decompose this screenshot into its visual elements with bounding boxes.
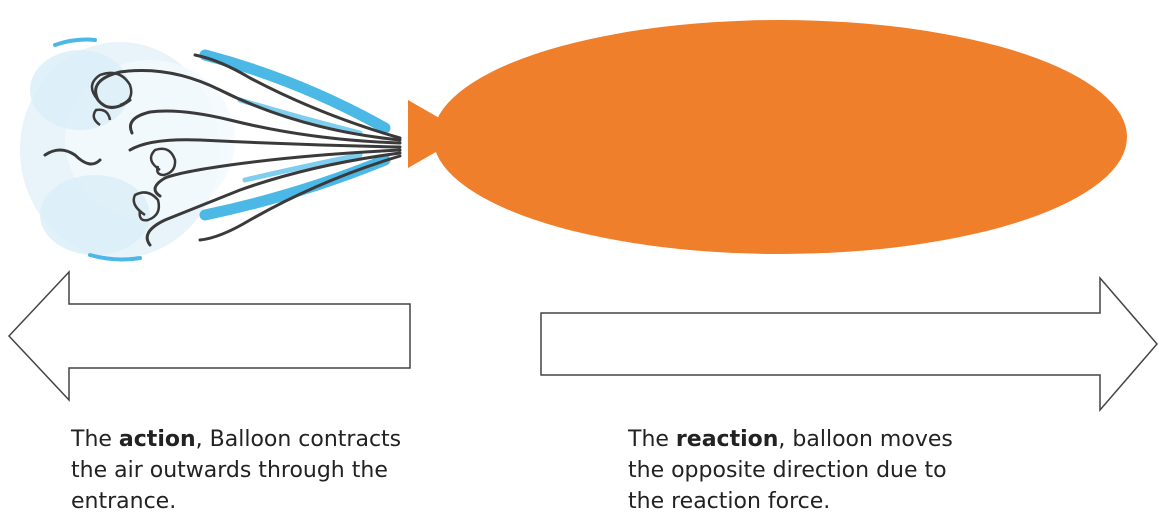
air-streak — [242, 152, 363, 183]
air-flow-line — [198, 154, 402, 242]
air-flow-line — [43, 148, 102, 166]
reaction-caption: The reaction, balloon moves the opposite… — [628, 424, 1008, 517]
balloon-body — [433, 20, 1127, 254]
action-caption-line1: The action, Balloon contracts — [71, 424, 491, 455]
air-streak — [199, 49, 391, 134]
air-flow-line — [94, 69, 402, 142]
air-streak — [88, 253, 142, 262]
air-swirl — [149, 147, 177, 177]
reaction-caption-line1: The reaction, balloon moves — [628, 424, 1008, 455]
balloon — [408, 20, 1127, 254]
reaction-caption-rest: , balloon moves — [778, 427, 953, 452]
air-flow-line — [145, 151, 402, 247]
action-caption: The action, Balloon contracts the air ou… — [71, 424, 491, 517]
action-arrow — [7, 270, 411, 402]
reaction-arrow — [540, 275, 1158, 413]
air-cloud-puff — [30, 50, 130, 130]
air-exhaust — [20, 37, 402, 262]
air-flow-line — [193, 53, 402, 140]
action-caption-line3: entrance. — [71, 489, 177, 514]
air-flow-line — [128, 138, 402, 152]
air-swirl — [132, 191, 161, 222]
action-caption-intro: The — [71, 427, 119, 452]
air-cloud-puff — [40, 175, 150, 255]
action-caption-line2: the air outwards through the — [71, 458, 388, 483]
reaction-caption-line2: the opposite direction due to — [628, 458, 947, 483]
air-streak — [53, 37, 97, 47]
air-flow-line — [153, 148, 402, 198]
air-swirl — [92, 108, 112, 127]
reaction-caption-intro: The — [628, 427, 676, 452]
reaction-caption-line3: the reaction force. — [628, 489, 831, 514]
air-swirl — [90, 71, 133, 107]
air-flow-line — [129, 109, 402, 145]
action-caption-rest: , Balloon contracts — [195, 427, 402, 452]
reaction-keyword: reaction — [675, 427, 779, 452]
action-keyword: action — [118, 427, 196, 452]
balloon-nozzle — [408, 100, 448, 168]
